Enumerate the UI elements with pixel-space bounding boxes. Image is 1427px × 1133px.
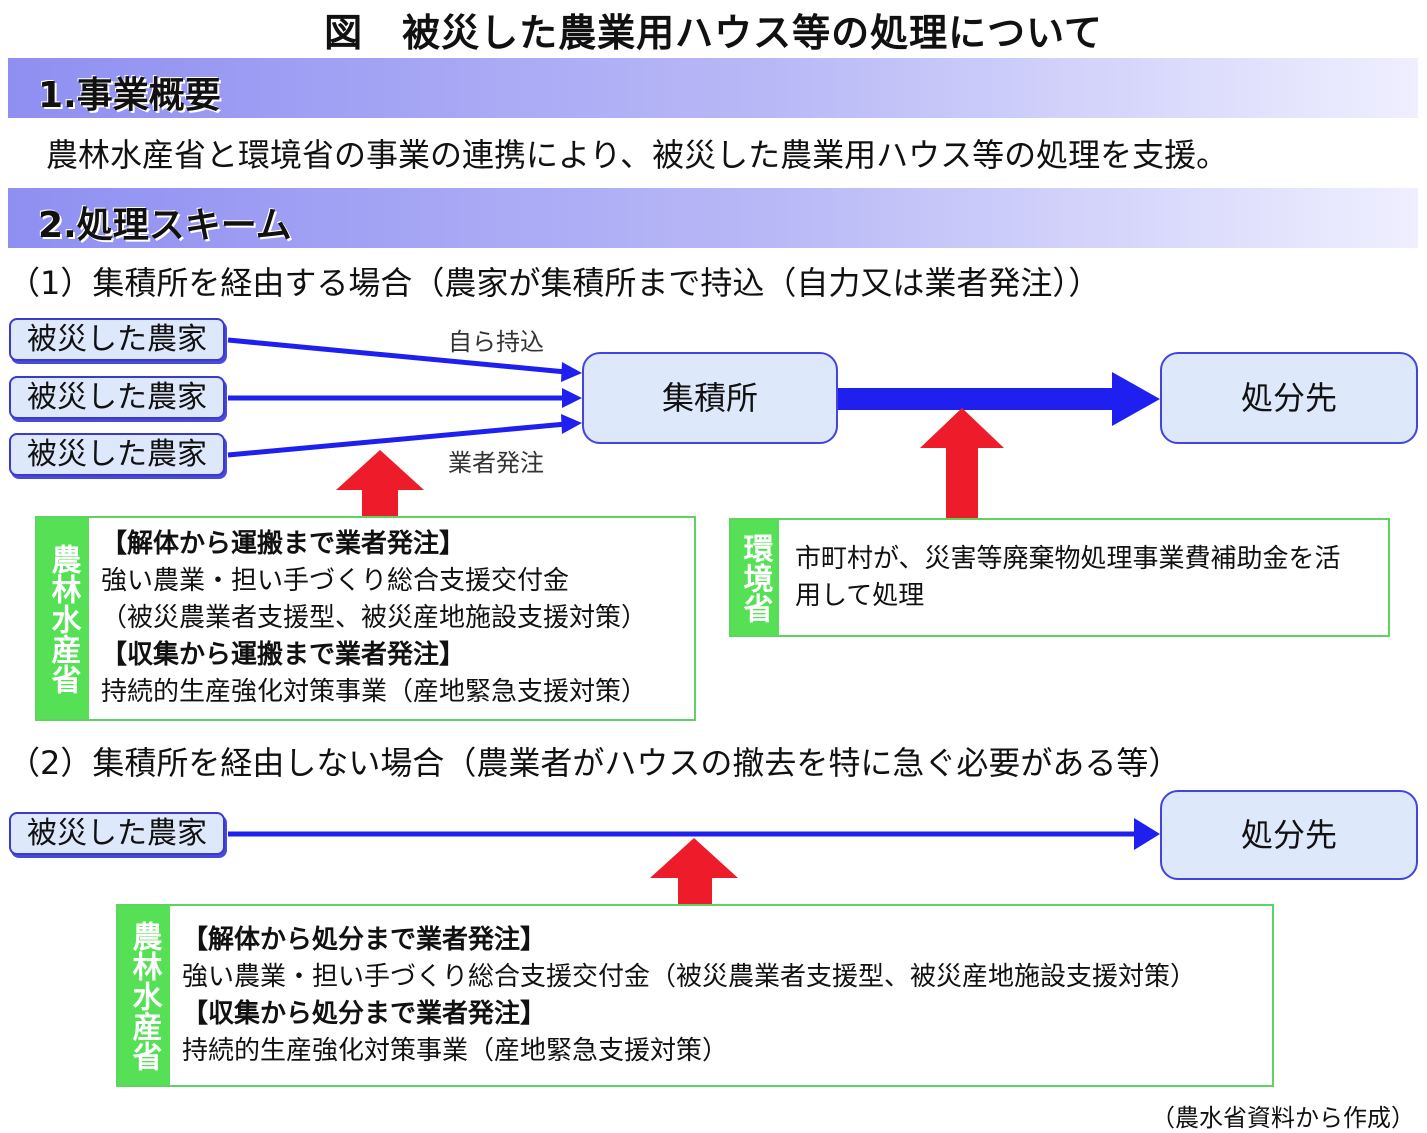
case-1-heading: （1）集積所を経由する場合（農家が集積所まで持込（自力又は業者発注）） — [8, 264, 1101, 302]
arrowhead-1 — [561, 362, 582, 382]
maff-ministry-tab: 農林水産省 — [37, 518, 89, 719]
disposal-destination-box-1: 処分先 — [1160, 352, 1418, 444]
affected-farm-case2: 被災した農家 — [9, 812, 225, 855]
arrowhead-2 — [562, 388, 582, 408]
moe-support-box: 環境省 市町村が、災害等廃棄物処理事業費補助金を活 用して処理 — [729, 518, 1390, 637]
farm-to-hub-arrows — [227, 337, 582, 458]
project-summary: 農林水産省と環境省の事業の連携により、被災した農業用ハウス等の処理を支援。 — [46, 136, 1229, 174]
maff-line-grant-types: （被災農業者支援型、被災産地施設支援対策） — [101, 603, 648, 633]
edge-label-self-delivery: 自ら持込 — [448, 328, 544, 356]
affected-farm-3: 被災した農家 — [9, 433, 225, 476]
maff-ministry-tab-case2: 農林水産省 — [118, 906, 170, 1085]
source-note: （農水省資料から作成） — [1151, 1104, 1415, 1132]
maff-line-heading-1: 【解体から運搬まで業者発注】 — [101, 529, 466, 559]
maff2-line-heading-2: 【収集から処分まで業者発注】 — [182, 999, 547, 1029]
maff-line-grant: 強い農業・担い手づくり総合支援交付金 — [101, 566, 570, 596]
support-arrow-maff-case1 — [336, 450, 424, 518]
hub-to-destination-arrow — [838, 372, 1160, 426]
affected-farm-2: 被災した農家 — [9, 376, 225, 419]
section-1-header: 1.事業概要 — [8, 58, 1418, 118]
maff-support-box-case1: 農林水産省 【解体から運搬まで業者発注】 強い農業・担い手づくり総合支援交付金 … — [35, 516, 696, 721]
maff2-line-grant: 強い農業・担い手づくり総合支援交付金（被災農業者支援型、被災産地施設支援対策） — [182, 962, 1197, 992]
support-arrow-maff-case2 — [650, 838, 738, 904]
maff-support-text-case2: 【解体から処分まで業者発注】 強い農業・担い手づくり総合支援交付金（被災農業者支… — [182, 922, 1196, 1070]
maff2-line-heading-1: 【解体から処分まで業者発注】 — [182, 925, 547, 955]
arrow-farm-3-to-hub — [227, 421, 567, 458]
page-title: 図 被災した農業用ハウス等の処理について — [324, 11, 1103, 55]
edge-label-contractor: 業者発注 — [448, 449, 544, 477]
section-2-title: 2.処理スキーム — [38, 205, 292, 246]
section-2-header: 2.処理スキーム — [8, 188, 1418, 248]
moe-ministry-tab: 環境省 — [731, 520, 779, 635]
support-arrows — [336, 408, 1004, 904]
section-1-title: 1.事業概要 — [38, 75, 221, 116]
support-arrow-moe — [920, 408, 1004, 518]
affected-farm-1: 被災した農家 — [9, 318, 225, 361]
case2-farm-to-destination-arrow — [228, 818, 1160, 850]
maff-support-box-case2: 農林水産省 【解体から処分まで業者発注】 強い農業・担い手づくり総合支援交付金（… — [116, 904, 1274, 1087]
maff2-line-project: 持続的生産強化対策事業（産地緊急支援対策） — [182, 1036, 729, 1066]
maff-line-heading-2: 【収集から運搬まで業者発注】 — [101, 640, 466, 670]
disposal-destination-box-2: 処分先 — [1160, 790, 1418, 880]
maff-line-project: 持続的生産強化対策事業（産地緊急支援対策） — [101, 677, 648, 707]
maff-support-text: 【解体から運搬まで業者発注】 強い農業・担い手づくり総合支援交付金 （被災農業者… — [101, 526, 647, 711]
arrow-farm-1-to-hub — [227, 337, 567, 375]
arrowhead-3 — [561, 414, 582, 434]
case-2-heading: （2）集積所を経由しない場合（農業者がハウスの撤去を特に急ぐ必要がある等） — [8, 744, 1181, 782]
moe-line-1: 市町村が、災害等廃棄物処理事業費補助金を活 — [795, 544, 1341, 574]
collection-site-box: 集積所 — [582, 352, 838, 444]
moe-support-text: 市町村が、災害等廃棄物処理事業費補助金を活 用して処理 — [795, 541, 1340, 615]
moe-line-2: 用して処理 — [795, 581, 925, 611]
